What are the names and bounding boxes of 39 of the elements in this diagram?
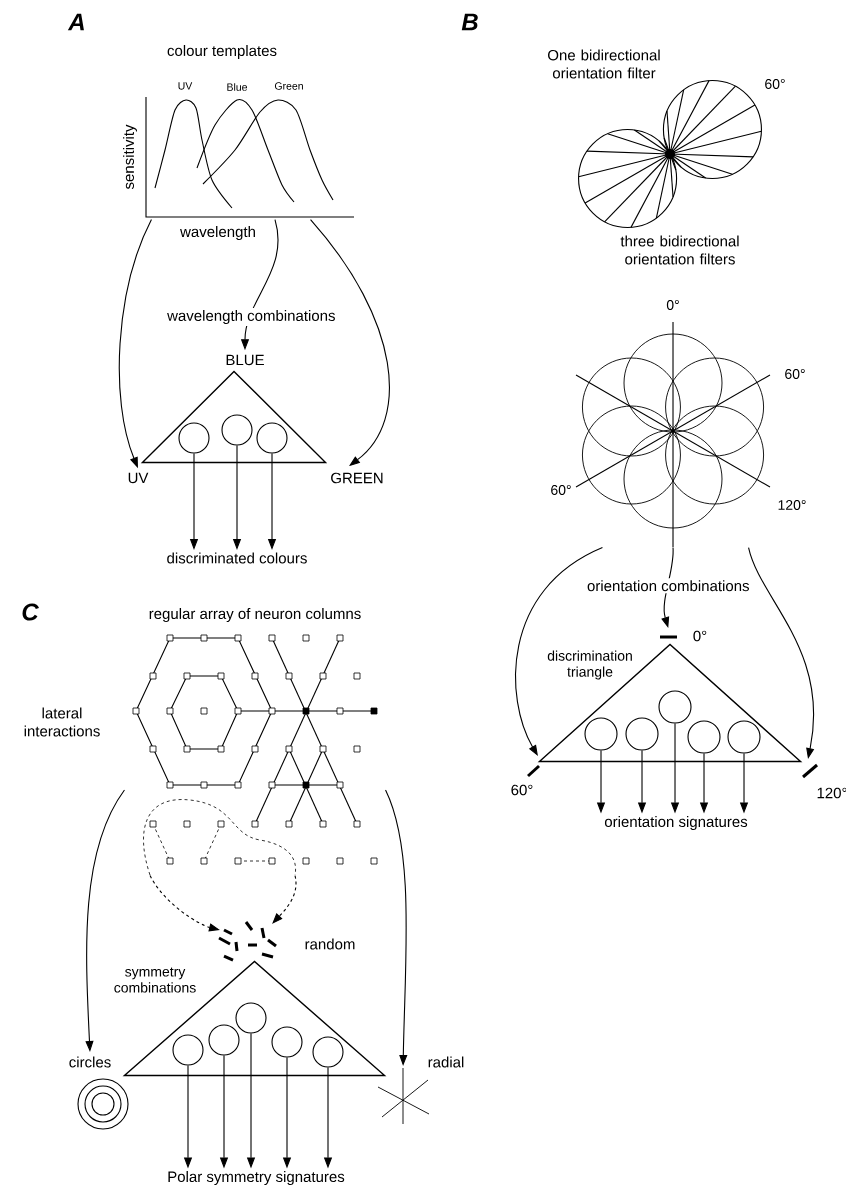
sensitivity-graph-drawing [145, 96, 355, 218]
neuron-circle [271, 1026, 303, 1058]
annotation: lateral interactions [24, 707, 100, 737]
heading: three bidirectional orientation filters [620, 235, 739, 265]
edge-label: wavelength combinations [165, 308, 338, 326]
neuron-array-drawing [132, 634, 378, 876]
panel-letter: B [461, 13, 478, 31]
neuron-circle [584, 717, 618, 751]
neuron-circle [727, 720, 761, 754]
panel-letter: C [22, 603, 39, 621]
output-label: orientation signatures [604, 816, 748, 830]
annotation: discrimination triangle [547, 650, 632, 680]
annotation: symmetry combinations [114, 967, 196, 993]
filter-rosette-drawing [575, 321, 771, 548]
corner-label: BLUE [226, 354, 264, 366]
neuron-circle [235, 1002, 267, 1034]
neuron-circle [312, 1036, 344, 1068]
edge-label: orientation combinations [585, 578, 752, 594]
neuron-circle [172, 1034, 204, 1066]
neuron-circle [208, 1024, 240, 1056]
neuron-circle [687, 720, 721, 754]
angle-label: 60° [765, 79, 785, 89]
arrow [272, 875, 297, 924]
output-label: discriminated colours [167, 552, 307, 564]
angle-label: 60° [785, 369, 805, 379]
node-caption: radial [428, 1056, 464, 1068]
panel-letter: A [67, 13, 84, 31]
node-caption: random [305, 938, 355, 950]
neuron-circle [625, 717, 659, 751]
neuron-circle [221, 414, 253, 446]
output-label: Polar symmetry signatures [168, 1171, 345, 1185]
corner-label: GREEN [331, 472, 383, 484]
corner-label: circles [69, 1056, 111, 1068]
neuron-circle [178, 422, 210, 454]
corner-label: UV [128, 472, 149, 484]
neuron-circle [658, 690, 692, 724]
heading: colour templates [167, 45, 277, 59]
heading: One bidirectional orientation filter [548, 49, 660, 79]
neuron-circle [256, 422, 288, 454]
